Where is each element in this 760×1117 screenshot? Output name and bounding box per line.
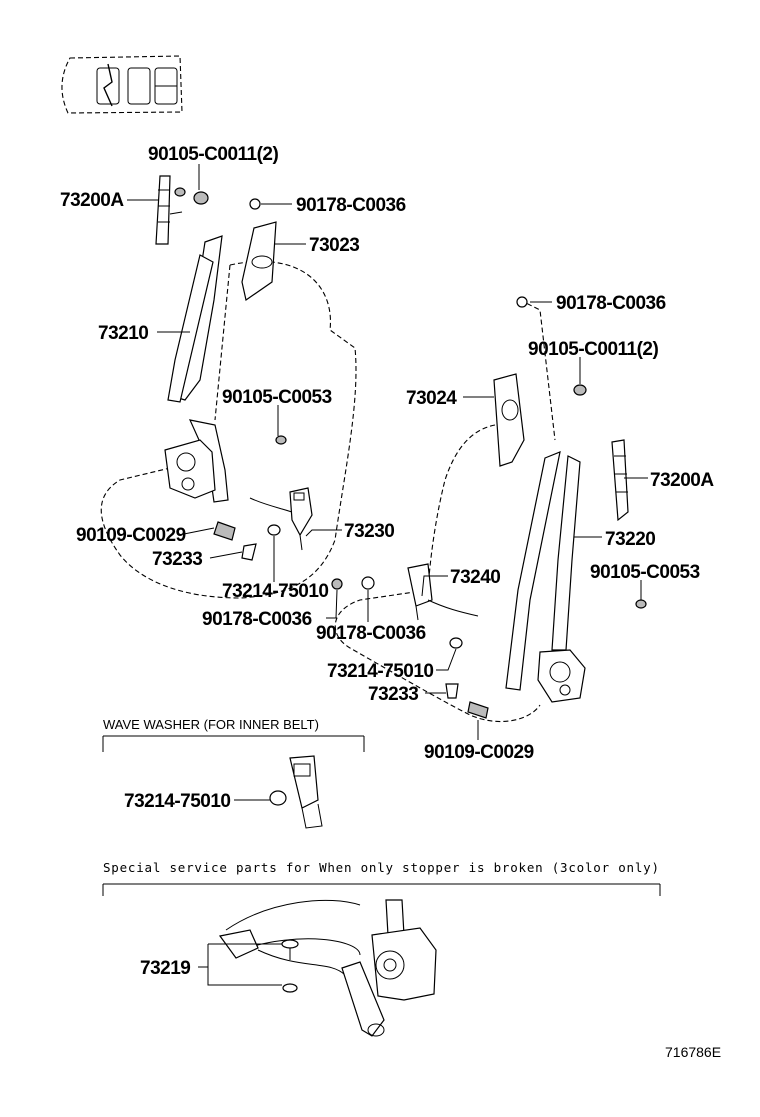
callout-90105-C0053-right: 90105-C0053 — [590, 562, 700, 583]
left-buckle-73230 — [249, 487, 313, 551]
callout-90109-C0029-left: 90109-C0029 — [76, 525, 186, 546]
left-seat-outline — [100, 260, 357, 599]
wave-washer-section — [102, 735, 365, 829]
left-pillar-cover-73023 — [241, 221, 277, 302]
callout-73023: 73023 — [309, 235, 359, 256]
callout-90109-C0029-right: 90109-C0029 — [424, 742, 534, 763]
right-upper-anchor-73200A — [516, 296, 629, 522]
callout-73240: 73240 — [450, 567, 500, 588]
left-retractor — [164, 439, 216, 499]
nut-90178-C0036-mid — [361, 576, 375, 590]
wave-washer-title: WAVE WASHER (FOR INNER BELT) — [103, 717, 319, 732]
callout-73233-right: 73233 — [368, 684, 418, 705]
callout-90105-C0011-top: 90105-C0011(2) — [148, 144, 278, 165]
callout-90178-C0036-right: 90178-C0036 — [556, 293, 666, 314]
callout-73024: 73024 — [406, 388, 457, 409]
cover-73233-right — [445, 683, 459, 699]
vehicle-icon — [61, 55, 183, 114]
callout-90178-C0036-top: 90178-C0036 — [296, 195, 406, 216]
right-belt-73220 — [505, 451, 581, 691]
left-upper-anchor-73200A — [155, 175, 209, 245]
callout-73230: 73230 — [344, 521, 394, 542]
right-seat-outline — [334, 299, 556, 722]
callout-90178-C0036-mid: 90178-C0036 — [316, 623, 426, 644]
leader-lines — [127, 164, 648, 740]
washer-73214-left — [267, 524, 281, 536]
right-retractor — [537, 649, 586, 703]
callout-73220: 73220 — [605, 529, 655, 550]
nut-90178-C0036-leftlow — [331, 578, 343, 590]
special-service-title: Special service parts for When only stop… — [103, 860, 659, 875]
bolt-90105-C0053-right — [635, 599, 647, 609]
callout-90105-C0053-left: 90105-C0053 — [222, 387, 332, 408]
washer-73214-mid — [449, 637, 463, 649]
callout-73210: 73210 — [98, 323, 148, 344]
bolt-90109-C0029-left — [213, 521, 236, 541]
callout-73214-75010-left: 73214-75010 — [222, 581, 329, 602]
special-service-section — [102, 883, 661, 1037]
callout-73233-left: 73233 — [152, 549, 202, 570]
bolt-90109-C0029-right — [467, 701, 489, 719]
nut-90178-C0036-top — [249, 198, 261, 210]
callout-73219: 73219 — [140, 958, 190, 979]
callout-73200A-right: 73200A — [650, 470, 714, 491]
bolt-90105-C0053-left — [275, 435, 287, 445]
right-buckle-73240 — [407, 563, 479, 621]
callout-73214-75010-washer: 73214-75010 — [124, 791, 231, 812]
cover-73233-left — [241, 543, 257, 561]
right-pillar-cover-73024 — [493, 373, 525, 467]
diagram-code: 716786E — [665, 1044, 721, 1060]
callout-73214-75010-mid: 73214-75010 — [327, 661, 434, 682]
callout-73200A-left: 73200A — [60, 190, 124, 211]
callout-90178-C0036-leftlow: 90178-C0036 — [202, 609, 312, 630]
callout-90105-C0011-right: 90105-C0011(2) — [528, 339, 658, 360]
